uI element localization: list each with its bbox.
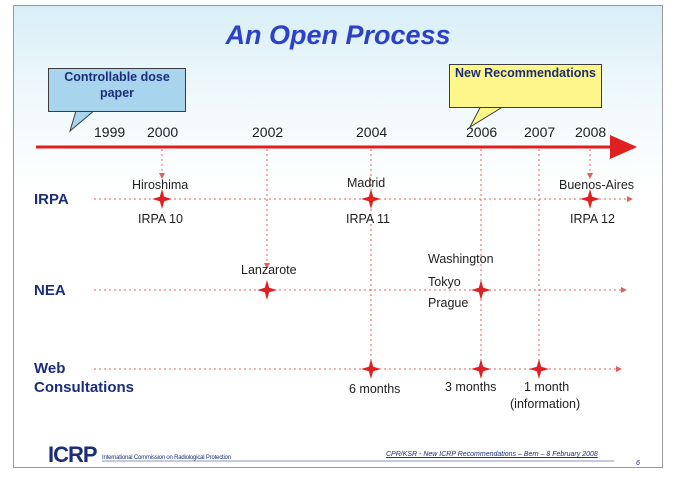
year-label: 2000 (147, 124, 179, 140)
year-label: 2007 (524, 124, 556, 140)
icrp-logo: ICRP (48, 442, 98, 467)
callout-controllable-dose-paper: Controllable dose paper (48, 68, 186, 112)
star-irpa-11 (361, 189, 381, 209)
star-irpa-12 (580, 189, 600, 209)
row-label-web: Web (34, 360, 66, 377)
event-irpa-10: IRPA 10 (138, 212, 183, 226)
event-prague: Prague (428, 296, 469, 310)
event-buenos-aires: Buenos-Aires (559, 178, 635, 192)
event-lanzarote: Lanzarote (241, 263, 297, 277)
event-washington: Washington (428, 252, 494, 266)
event-information: (information) (510, 397, 581, 411)
event-6-months: 6 months (349, 382, 401, 396)
event-irpa-12: IRPA 12 (570, 212, 615, 226)
year-label: 2006 (466, 124, 498, 140)
slide: An Open Process Controllable dose paper … (13, 5, 663, 468)
star-web-1-month (529, 359, 549, 379)
star-irpa-10 (152, 189, 172, 209)
event-tokyo: Tokyo (428, 275, 461, 289)
star-web-3-months (471, 359, 491, 379)
star-nea-lanzarote (257, 280, 277, 300)
slide-title: An Open Process (225, 20, 451, 50)
footer-text: CPR/KSR - New ICRP Recommendations – Ber… (386, 451, 598, 458)
event-irpa-11: IRPA 11 (346, 212, 391, 226)
year-label: 1999 (94, 124, 126, 140)
star-nea-2006 (471, 280, 491, 300)
callout-new-recommendations: New Recommendations (449, 64, 602, 108)
event-madrid: Madrid (347, 176, 386, 190)
row-label-consultations: Consultations (34, 379, 134, 396)
event-hiroshima: Hiroshima (132, 178, 189, 192)
row-label-nea: NEA (34, 282, 66, 299)
year-label: 2008 (575, 124, 607, 140)
icrp-logo-subtitle: International Commission on Radiological… (102, 455, 231, 461)
event-1-month: 1 month (524, 380, 570, 394)
year-label: 2004 (356, 124, 388, 140)
row-label-irpa: IRPA (34, 191, 69, 208)
page-number: 6 (636, 460, 640, 467)
star-web-6-months (361, 359, 381, 379)
event-3-months: 3 months (445, 380, 497, 394)
year-label: 2002 (252, 124, 284, 140)
